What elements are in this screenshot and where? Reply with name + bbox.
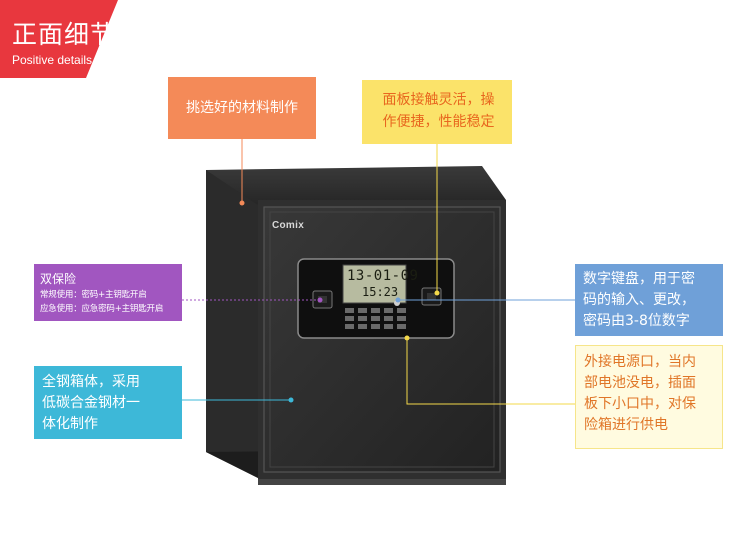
callout-steel-line: 低碳合金钢材一 [42, 395, 140, 411]
callout-double-heading: 双保险 [40, 272, 77, 286]
section-badge [0, 0, 118, 78]
callout-keypad-line: 码的输入、更改， [583, 292, 695, 308]
lcd-screen [342, 264, 407, 304]
callout-keypad-line: 数字键盘，用于密 [583, 271, 695, 287]
callout-double-insurance: 双保险 常规使用：密码+主钥匙开启 应急使用：应急密码+主钥匙开启 [34, 264, 182, 321]
section-subtitle: Positive details [12, 53, 93, 67]
callout-power-line: 外接电源口，当内 [584, 354, 696, 370]
callout-power-line: 板下小口中，对保 [584, 396, 696, 412]
leader-lines [182, 139, 575, 405]
callout-double-line: 应急使用：应急密码+主钥匙开启 [40, 304, 164, 314]
callout-material: 挑选好的材料制作 [168, 77, 316, 139]
safe-door [263, 206, 501, 473]
lcd-time: 15:23 [362, 285, 399, 299]
callout-keypad-line: 密码由3-8位数字 [583, 313, 690, 329]
callout-keypad: 数字键盘，用于密 码的输入、更改， 密码由3-8位数字 [575, 264, 723, 336]
safe-body [206, 166, 506, 485]
callout-power-line: 部电池没电，插面 [584, 375, 696, 391]
callout-panel: 面板接触灵活，操 作便捷，性能稳定 [362, 80, 512, 144]
keypad [345, 308, 406, 329]
callout-panel-line: 面板接触灵活，操 [382, 92, 495, 108]
callout-double-line: 常规使用：密码+主钥匙开启 [40, 290, 147, 300]
callout-power-line: 险箱进行供电 [584, 417, 668, 433]
callout-steel-line: 全钢箱体，采用 [42, 374, 140, 390]
callout-power: 外接电源口，当内 部电池没电，插面 板下小口中，对保 险箱进行供电 [575, 345, 723, 449]
lcd-date: 13-01-09 [347, 268, 419, 284]
callout-panel-line: 作便捷，性能稳定 [382, 114, 495, 130]
callout-steel-body: 全钢箱体，采用 低碳合金钢材一 体化制作 [34, 366, 182, 439]
section-title: 正面细节 [12, 20, 117, 49]
brand-logo: Comix [272, 220, 305, 231]
control-panel [297, 258, 455, 339]
callout-steel-line: 体化制作 [42, 416, 98, 432]
